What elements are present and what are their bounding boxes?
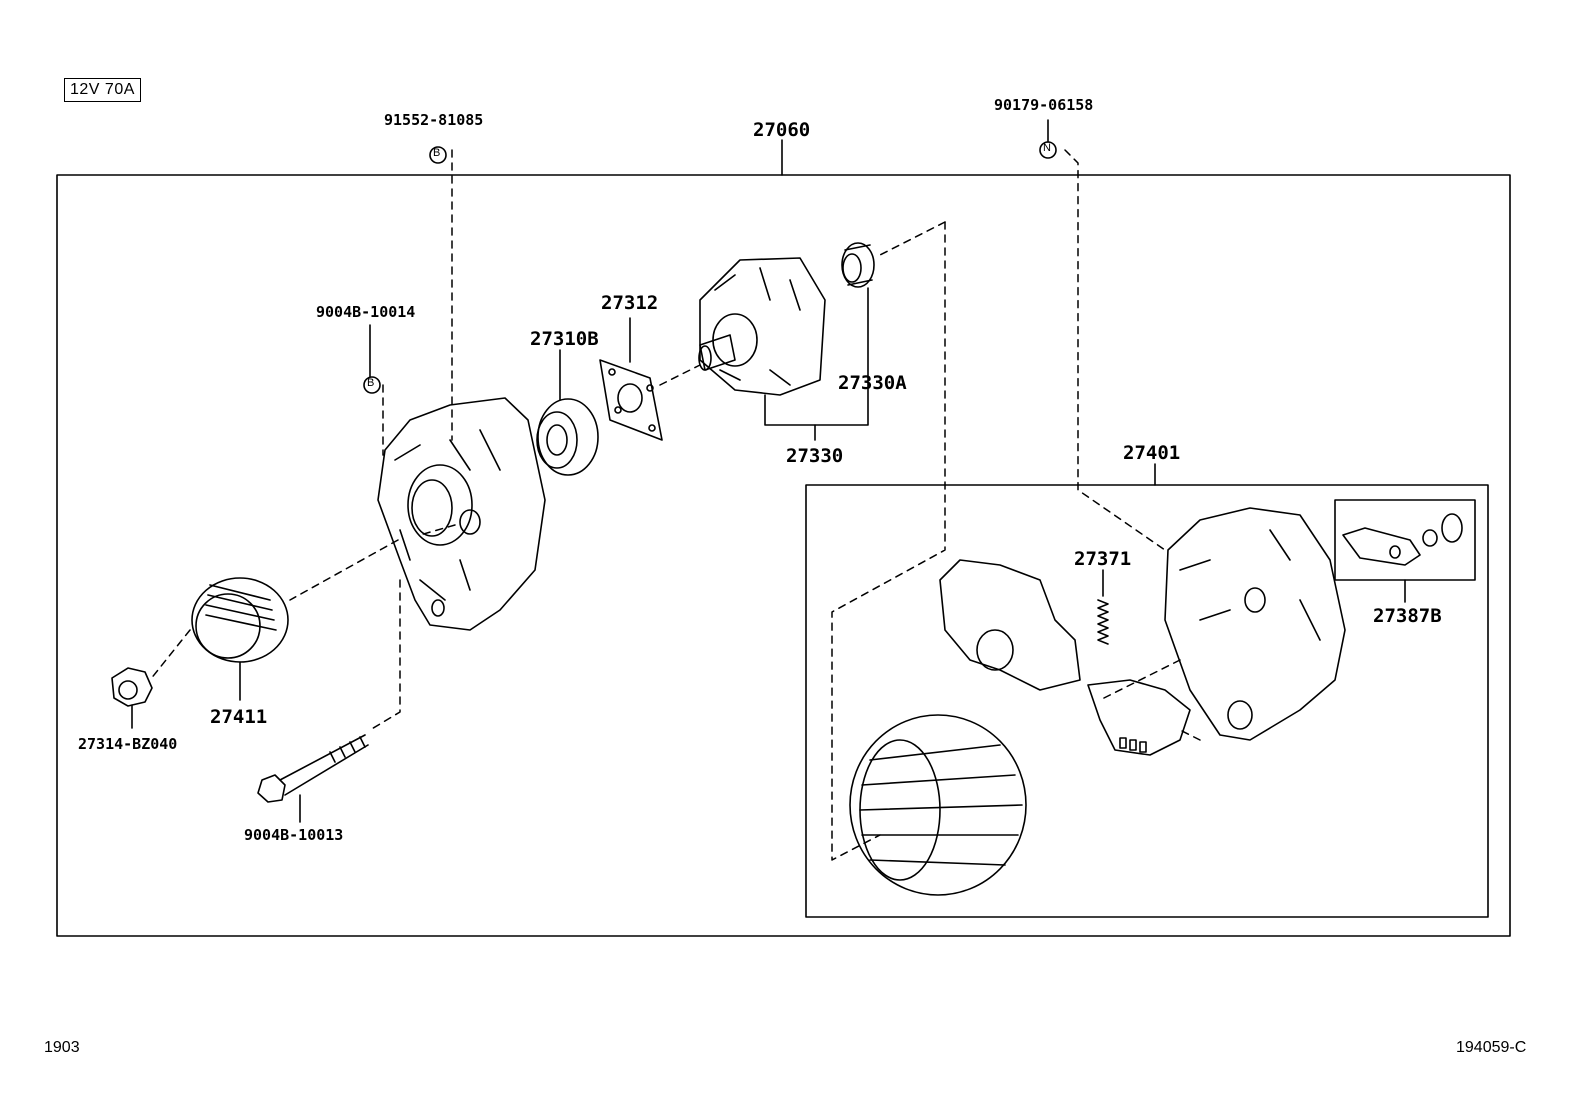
label-27330: 27330 (786, 445, 844, 467)
rotor-27330-icon (698, 257, 826, 396)
label-27371: 27371 (1074, 548, 1132, 570)
marker-b-letter-1: B (433, 147, 441, 159)
bolt-9004b-10013-icon (257, 734, 369, 823)
bearing-27330a-icon (841, 242, 875, 288)
label-27312: 27312 (601, 292, 659, 314)
label-9004b-10013: 9004B-10013 (244, 826, 344, 844)
dashed-connectors (149, 149, 1201, 861)
stator-icon (849, 714, 1027, 896)
marker-b-icon-1 (429, 146, 447, 164)
spring-27371-icon (1097, 569, 1109, 645)
pulley-27411-icon (191, 577, 289, 701)
marker-n-letter: N (1043, 142, 1051, 154)
label-90179-06158: 90179-06158 (994, 96, 1094, 114)
nut-27314-icon (111, 667, 153, 729)
rear-housing-icon (1164, 507, 1346, 741)
footer-right-code: 194059-C (1456, 1039, 1527, 1056)
spec-label: 12V 70A (64, 78, 141, 102)
kit-27387b-box (1334, 499, 1476, 581)
front-housing-icon (377, 397, 546, 631)
regulator-icon (1087, 679, 1191, 756)
label-27310b: 27310B (530, 328, 599, 350)
subassembly-frame (805, 484, 1489, 918)
label-27314-bz040: 27314-BZ040 (78, 735, 178, 753)
label-27401: 27401 (1123, 442, 1181, 464)
marker-b-letter-2: B (367, 377, 375, 389)
plate-27312-icon (599, 317, 663, 441)
marker-b-icon-2 (363, 376, 381, 394)
label-27411: 27411 (210, 706, 268, 728)
label-27387b: 27387B (1373, 605, 1442, 627)
bearing-27310b-icon (536, 349, 599, 476)
brush-holder-icon (939, 559, 1081, 691)
label-27330a: 27330A (838, 372, 907, 394)
footer-left-code: 1903 (44, 1039, 80, 1056)
terminal-kit-icon (1342, 513, 1463, 566)
assembly-frame (56, 174, 1511, 937)
label-91552-81085: 91552-81085 (384, 111, 484, 129)
label-9004b-10014: 9004B-10014 (316, 303, 416, 321)
label-27060: 27060 (753, 119, 811, 141)
